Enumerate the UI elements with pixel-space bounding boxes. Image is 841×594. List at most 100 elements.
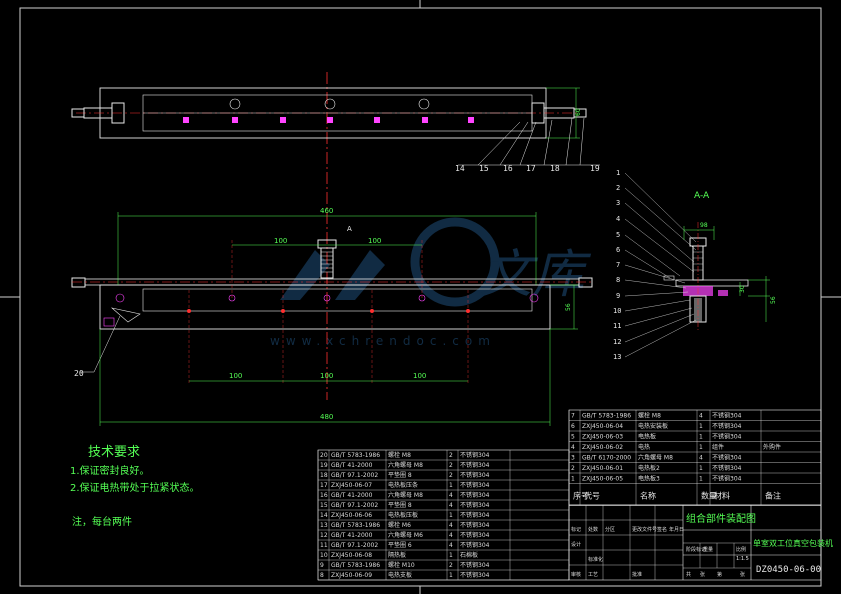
bom-upper-cell: 电热板 [638,433,656,441]
bom-upper-header: 名称 [640,491,656,501]
bom-lower-cell: GB/T 5783-1986 [331,452,380,459]
balloon-15: 15 [479,164,489,173]
title-block-label: 重量 [703,546,713,553]
bom-upper-cell: 电热安装板 [638,422,668,430]
title-block-label: 标记 [571,526,581,533]
bom-upper-cell: GB/T 5783-1986 [582,413,631,420]
title-block-label: 年月日 [669,526,684,533]
drawing-name: 组合部件装配图 [686,512,756,525]
bom-upper-cell: 螺栓 M8 [638,412,661,420]
bom-lower-cell: 平垫圈 6 [388,541,412,549]
section-marker: A [347,225,352,233]
title-block-label: 共 [686,571,691,578]
balloon-13: 13 [613,353,621,361]
bom-lower-cell: 不锈钢304 [460,521,490,529]
bom-upper-cell: 7 [571,413,575,420]
watermark-url: www.xchrendoc.com [270,334,496,348]
balloon-7: 7 [616,261,620,269]
bom-upper-cell: ZXJ450-06-02 [582,444,623,451]
front-view: 20 460 100 100 A 100 100 100 480 56 [71,207,593,426]
bom-lower-cell: 不锈钢304 [460,491,490,499]
balloon-3: 3 [616,199,620,207]
balloon-16: 16 [503,164,513,173]
bom-upper-cell: 电热 [638,443,650,451]
bom-upper-cell: ZXJ450-06-03 [582,434,623,441]
bom-upper-cell: 4 [699,455,703,462]
bom-lower-cell: 六角螺母 M8 [388,491,423,499]
balloon-20: 20 [74,369,84,378]
bom-upper-cell: 电热板3 [638,475,660,483]
title-block-label: 张 [740,571,745,578]
bom-lower-cell: 电热支板 [388,571,412,579]
bom-upper-header: 材料 [714,491,730,501]
dim-side-height: 56 [565,303,572,311]
bom-lower-cell: 1 [449,572,453,579]
note-1: 1.保证密封良好。 [70,464,150,477]
bom-upper-cell: 组件 [712,443,724,451]
balloon-10: 10 [613,307,621,315]
bom-upper-cell: 3 [571,455,575,462]
bom-lower-cell: GB/T 41-2000 [331,462,373,469]
title-block-label: 工艺 [588,572,598,578]
bom-lower-cell: GB/T 97.1-2002 [331,472,378,479]
title-block-label: 阶段标记 [686,546,706,553]
bom-lower-cell: 4 [449,492,453,499]
bom-upper-cell: 1 [699,465,703,472]
bom-lower-cell: 18 [320,472,328,479]
balloon-6: 6 [616,246,620,254]
title-block-label: 更改文件号 [632,526,657,533]
bom-lower-cell: 1 [449,512,453,519]
bom-lower-cell: GB/T 5783-1986 [331,522,380,529]
bom-upper-cell: 1 [699,423,703,430]
balloon-17: 17 [526,164,536,173]
bom-lower-cell: 9 [320,562,324,569]
dim-section-h2: 56 [770,296,777,304]
bom-lower-cell: GB/T 97.1-2002 [331,542,378,549]
balloon-8: 8 [616,276,620,284]
machine-name: 单室双工位真空包装机 [753,538,833,548]
bom-lower-cell: 电热板压条 [388,481,418,489]
bom-lower-cell: 不锈钢304 [460,501,490,509]
bom-upper-cell: GB/T 6170-2000 [582,455,631,462]
dim-bottom-3: 100 [413,372,426,380]
bom-lower-cell: GB/T 41-2000 [331,532,373,539]
note-2: 2.保证电热带处于拉紧状态。 [70,481,200,494]
bom-lower-cell: 六角螺母 M8 [388,461,423,469]
dim-top-height: 60 [575,108,582,116]
bom-upper-cell: ZXJ450-06-04 [582,423,623,430]
title-block-label: 设计 [571,541,581,548]
bom-lower-cell: 螺栓 M6 [388,521,411,529]
title-block-label: 分区 [605,526,615,533]
dim-bottom-1: 100 [229,372,242,380]
bom-lower-cell: ZXJ450-06-09 [331,572,372,579]
bom-lower-cell: GB/T 97.1-2002 [331,502,378,509]
dim-section-h1: 30 [739,285,746,293]
bom-upper-cell: 不锈钢304 [712,475,742,483]
bom-lower-cell: 1 [449,482,453,489]
bom-upper-header: 序号 [573,491,589,501]
bom-upper-cell: ZXJ450-06-05 [582,476,623,483]
dim-spacing-right: 100 [368,237,381,245]
bom-lower-cell: 16 [320,492,328,499]
bom-upper-cell: 1 [699,434,703,441]
bom-upper-cell: 2 [571,465,575,472]
bom-upper-cell: 外购件 [763,443,781,451]
dim-overall-inner: 460 [320,207,333,215]
title-block-label: 审核 [571,571,581,578]
bom-lower-cell: 14 [320,512,328,519]
bom-upper-cell: 1 [571,476,575,483]
title-block-label: 处数 [588,526,598,533]
bom-lower-cell: 19 [320,462,328,469]
bom-upper-cell: ZXJ450-06-01 [582,465,623,472]
bom-upper-cell: 5 [571,434,575,441]
title-block-label: 批准 [632,571,642,578]
bom-lower-cell: 不锈钢304 [460,451,490,459]
bom-lower-cell: 4 [449,532,453,539]
dim-spacing-left: 100 [274,237,287,245]
bom-lower-cell: 不锈钢304 [460,511,490,519]
bom-upper-cell: 电热板2 [638,464,660,472]
title-block-label: 比例 [736,546,746,553]
bom-lower-cell: 六角螺母 M6 [388,531,423,539]
bom-lower-cell: 不锈钢304 [460,571,490,579]
bom-lower-cell: 不锈钢304 [460,481,490,489]
